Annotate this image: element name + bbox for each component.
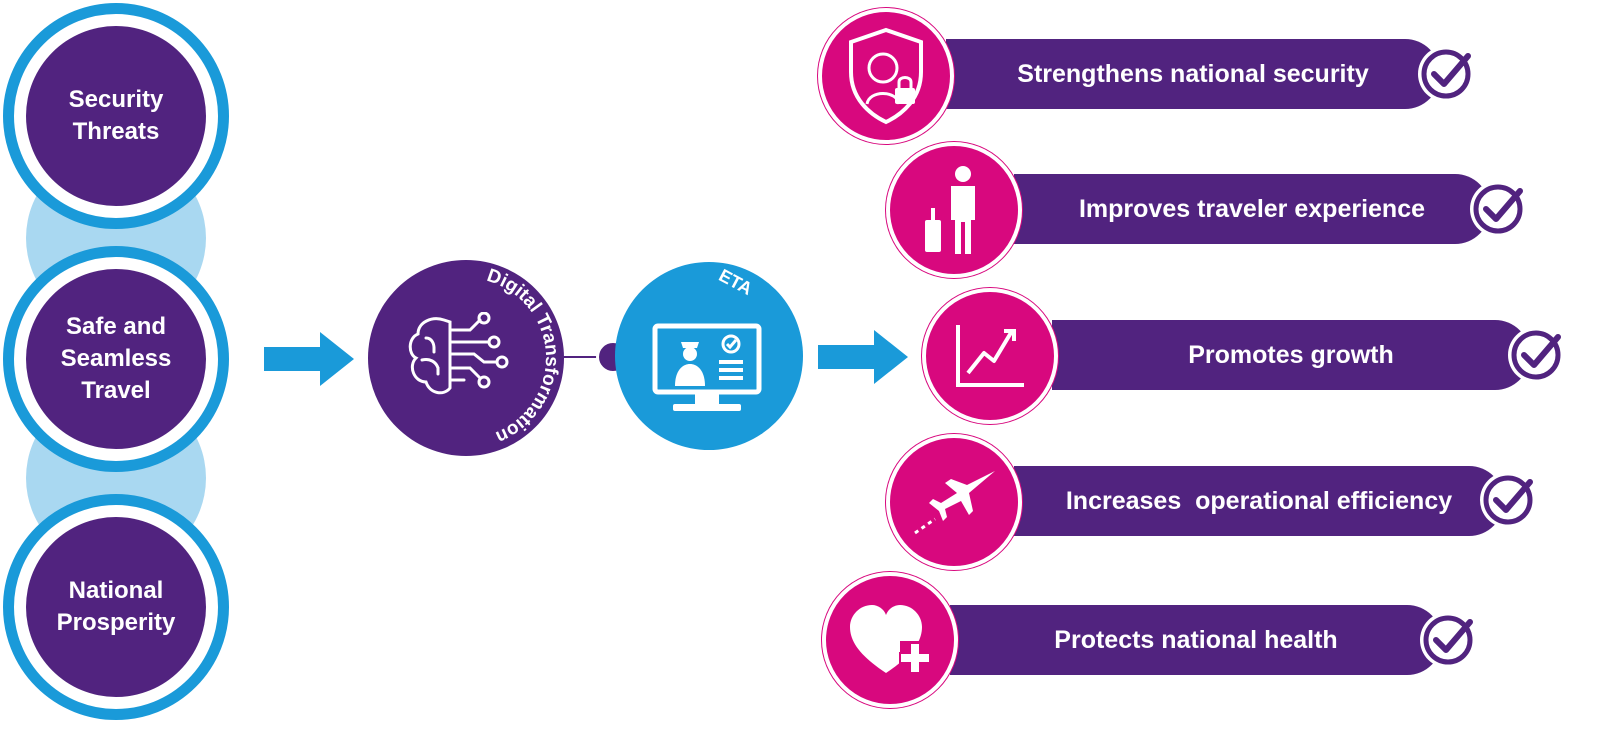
national-prosperity-circle: National Prosperity <box>3 494 229 720</box>
benefit-bubble-health <box>822 572 958 708</box>
check-icon <box>1480 472 1536 528</box>
security-threats-label: Security Threats <box>68 86 164 145</box>
benefit-label-efficiency: Increases operational efficiency <box>1065 486 1453 515</box>
monitor-officer-icon <box>652 323 762 411</box>
benefit-label-growth: Promotes growth <box>1188 340 1394 369</box>
check-icon <box>1470 181 1526 237</box>
eta-circle <box>615 262 803 450</box>
brain-circuit-icon <box>408 312 509 395</box>
national-prosperity-label: National Prosperity <box>56 577 176 636</box>
benefit-bar-traveler: Improves traveler experience <box>1014 174 1490 244</box>
growth-chart-icon <box>956 325 1024 387</box>
face-shield-lock-icon <box>849 27 923 125</box>
check-icon <box>1418 46 1474 102</box>
benefit-bubble-traveler <box>886 142 1022 278</box>
heart-plus-icon <box>850 605 931 674</box>
benefit-bar-security: Strengthens national security <box>946 39 1440 109</box>
security-threats-circle: Security Threats <box>3 3 229 229</box>
safe-seamless-travel-label: Safe and Seamless Travel <box>60 313 172 404</box>
benefit-bar-efficiency: Increases operational efficiency <box>1014 466 1504 536</box>
connector-line <box>562 356 616 358</box>
check-icon <box>1420 612 1476 668</box>
digital-transformation-circle: Digital Transformation <box>368 260 564 456</box>
benefit-bubble-security <box>818 8 954 144</box>
safe-seamless-travel-circle: Safe and Seamless Travel <box>3 246 229 472</box>
circular-label: Digital Transformation <box>484 265 562 447</box>
benefit-label-health: Protects national health <box>1054 625 1338 654</box>
check-icon <box>1508 327 1564 383</box>
arrow-right-icon <box>264 332 354 386</box>
arrow-right-icon <box>818 330 908 384</box>
benefit-label-traveler: Improves traveler experience <box>1078 194 1426 223</box>
benefit-bar-health: Protects national health <box>950 605 1442 675</box>
benefit-bubble-efficiency <box>886 434 1022 570</box>
airplane-icon <box>914 471 995 535</box>
traveler-luggage-icon <box>925 166 975 254</box>
benefit-bar-growth: Promotes growth <box>1052 320 1530 390</box>
benefit-bubble-growth <box>922 288 1058 424</box>
benefit-label-security: Strengthens national security <box>1017 59 1369 88</box>
